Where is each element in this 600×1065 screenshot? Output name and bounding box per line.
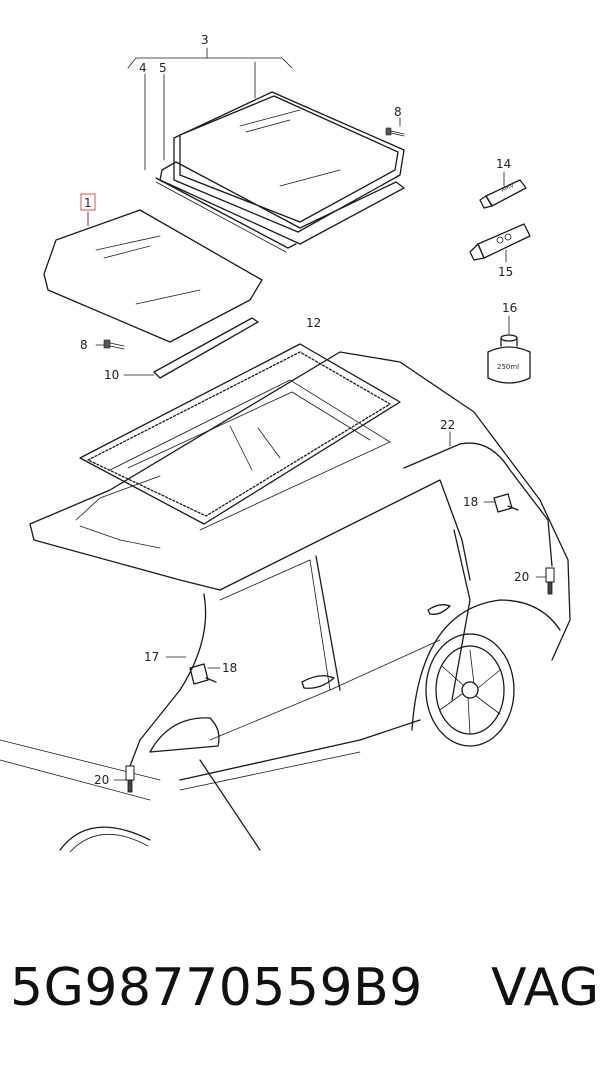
tube-15 [469, 223, 531, 263]
callout-18-right: 18 [463, 495, 478, 509]
callout-15: 15 [498, 265, 513, 279]
deflector-strip [123, 317, 259, 379]
valve-icon [535, 567, 555, 595]
callout-8-left: 8 [80, 338, 88, 352]
tube-14 [479, 171, 527, 209]
callout-14: 14 [496, 157, 511, 171]
clip-icon [483, 493, 519, 513]
callout-17: 17 [144, 650, 159, 664]
glass-panel [43, 193, 263, 343]
part-number-footer: 5G98770559B9 VAG [10, 948, 599, 1028]
callout-3: 3 [201, 33, 209, 47]
callout-4: 4 [139, 61, 147, 75]
callout-8-top: 8 [394, 105, 402, 119]
callout-20-left: 20 [94, 773, 109, 787]
screw-icon [385, 127, 405, 137]
callout-12: 12 [306, 316, 321, 330]
callout-16: 16 [502, 301, 517, 315]
callout-10: 10 [104, 368, 119, 382]
parts-diagram: 3 4 5 1 8 8 10 12 14 15 16 22 18 18 20 2… [0, 33, 571, 853]
clip-icon [189, 663, 221, 685]
callout-18-left: 18 [222, 661, 237, 675]
part-number: 5G98770559B9 [10, 958, 423, 1018]
callout-20-right: 20 [514, 570, 529, 584]
container-volume-label: 250ml [497, 363, 519, 371]
wheel-icon [425, 633, 515, 747]
callout-22: 22 [440, 418, 455, 432]
screw-icon [95, 339, 125, 350]
valve-icon [113, 765, 135, 793]
drain-hose-22 [403, 431, 553, 567]
brand-name: VAG [490, 958, 600, 1018]
car-body [0, 343, 571, 853]
callout-5: 5 [159, 61, 167, 75]
drain-hose-17 [129, 593, 207, 767]
sunroof-assembly [127, 47, 405, 253]
callout-1: 1 [84, 196, 92, 210]
highlight-box [80, 193, 96, 211]
container-16 [487, 315, 531, 384]
